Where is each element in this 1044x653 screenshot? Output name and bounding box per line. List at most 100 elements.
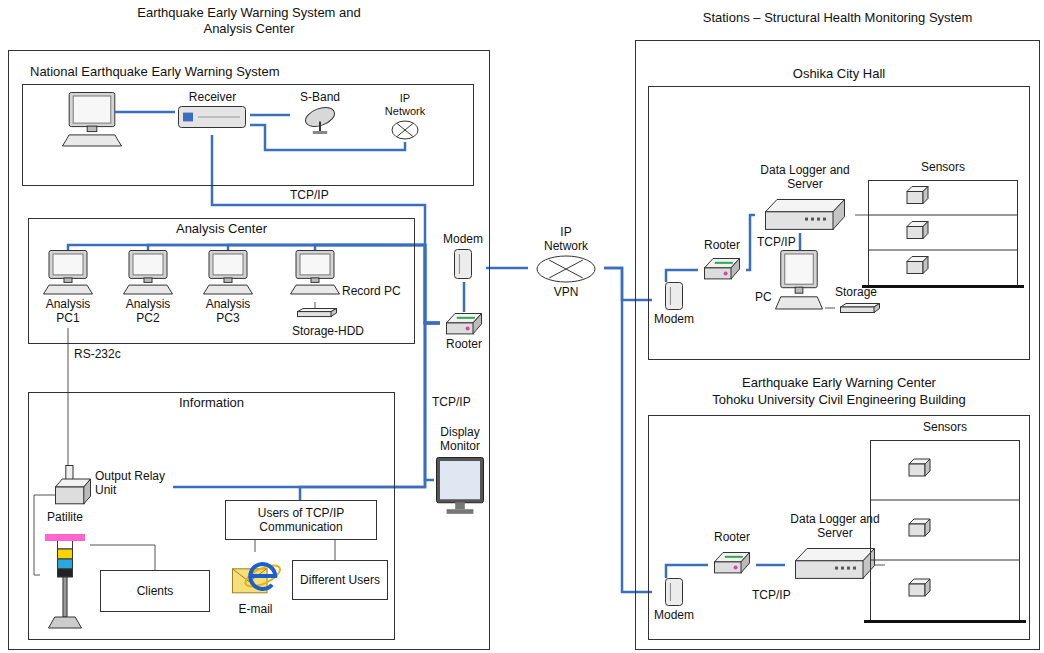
dish-icon [302, 105, 338, 135]
icon-part [823, 218, 826, 221]
process-box: Different Users [292, 560, 388, 600]
icon-part [781, 251, 817, 288]
icon-part [58, 549, 73, 559]
modem-device: Modem [652, 282, 696, 328]
network-connector [666, 565, 708, 578]
icon-part [923, 222, 928, 239]
icon-part [49, 617, 82, 628]
group-heading: Stations – Structural Health Monitoring … [635, 10, 1040, 26]
network-connector [604, 268, 652, 300]
node-label: Different Users [300, 573, 380, 587]
icon-part [796, 561, 864, 579]
icon-part [440, 461, 480, 499]
icon-part [715, 562, 742, 573]
node-label: Rooter [440, 337, 488, 351]
router-icon [714, 552, 750, 574]
node-label: Rooter [708, 530, 756, 544]
icon-part [853, 567, 856, 570]
icon-part [766, 212, 834, 230]
icon-part [64, 278, 72, 283]
icon-part [925, 459, 930, 476]
icon-part [869, 215, 1018, 216]
icon-part [805, 218, 808, 221]
group-heading: Earthquake Early Warning Center [648, 375, 1030, 391]
icon-part [437, 458, 484, 503]
modem-icon [665, 578, 683, 606]
network-connector [300, 323, 440, 500]
network-cloud: IP NetworkVPN [528, 225, 604, 301]
pc-icon [203, 250, 253, 295]
node-label: Rooter [698, 238, 746, 252]
icon-part [473, 314, 482, 334]
network-connector [463, 282, 466, 312]
icon-part [923, 257, 928, 274]
icon-part [841, 307, 875, 313]
network-wire [114, 111, 175, 114]
network-connector [746, 215, 755, 270]
system-group: Earthquake Early Warning System and Anal… [8, 5, 490, 650]
cloud-icon [391, 120, 419, 140]
connection-label: TCP/IP [757, 235, 796, 249]
receiver-icon [178, 106, 246, 128]
system-group: Stations – Structural Health Monitoring … [635, 5, 1040, 650]
node-label: VPN [528, 285, 604, 299]
icon-part [447, 323, 474, 334]
icon-part [45, 534, 85, 541]
icon-part [869, 181, 1018, 286]
icon-part [766, 200, 845, 212]
node-label: Clients [137, 584, 174, 598]
icon-part [198, 117, 240, 118]
node-label: Sensors [870, 420, 1020, 434]
process-box: Clients [100, 570, 210, 612]
pc-device: Analysis PC3 [198, 250, 258, 328]
icon-part [925, 519, 930, 536]
node-label: Modem [652, 312, 696, 326]
icon-part [124, 285, 173, 294]
router-icon [704, 258, 740, 280]
icon-part [715, 262, 733, 264]
icon-part [796, 549, 875, 561]
network-connector [250, 125, 405, 150]
network-connector [255, 540, 256, 552]
email-icon: E-mail [228, 552, 283, 620]
icon-part [725, 556, 743, 558]
pc-icon [43, 250, 93, 295]
icon-part [864, 620, 1026, 623]
icon-part [549, 260, 583, 278]
icon-part [666, 283, 683, 310]
icon-part [670, 583, 671, 601]
icon-part [785, 254, 813, 284]
node-label: Modem [652, 608, 696, 622]
icon-part [741, 553, 750, 573]
connection-label: TCP/IP [752, 588, 791, 602]
sensor-building: Sensors [868, 160, 1018, 290]
modem-device: Modem [440, 232, 486, 282]
station-group: Earthquake Early Warning CenterTohoku Un… [648, 372, 1030, 640]
modem-device: Modem [652, 578, 696, 624]
network-connector [799, 233, 802, 250]
icon-part [907, 227, 923, 239]
icon-part [874, 304, 880, 313]
network-connector [604, 268, 652, 592]
icon-part [455, 250, 472, 279]
icon-part [179, 107, 246, 128]
node-label: Analysis PC1 [38, 297, 98, 326]
logger-icon [765, 199, 845, 231]
storage-device: Storage [835, 285, 885, 317]
icon-part [457, 317, 475, 319]
icon-part [863, 549, 875, 579]
pc-device: Record PC [290, 250, 406, 302]
icon-part [670, 287, 671, 305]
node-label: Output Relay Unit [95, 469, 171, 498]
node-label: Display Monitor [434, 425, 486, 454]
icon-part [909, 584, 925, 596]
icon-part [397, 124, 413, 137]
icon-part [69, 93, 115, 127]
icon-part [311, 278, 319, 283]
icon-part [298, 312, 332, 317]
node-label: E-mail [228, 602, 283, 616]
storage-icon [840, 303, 880, 313]
network-connector [228, 245, 440, 323]
icon-part [455, 502, 465, 509]
node-label: IP Network [382, 92, 428, 118]
